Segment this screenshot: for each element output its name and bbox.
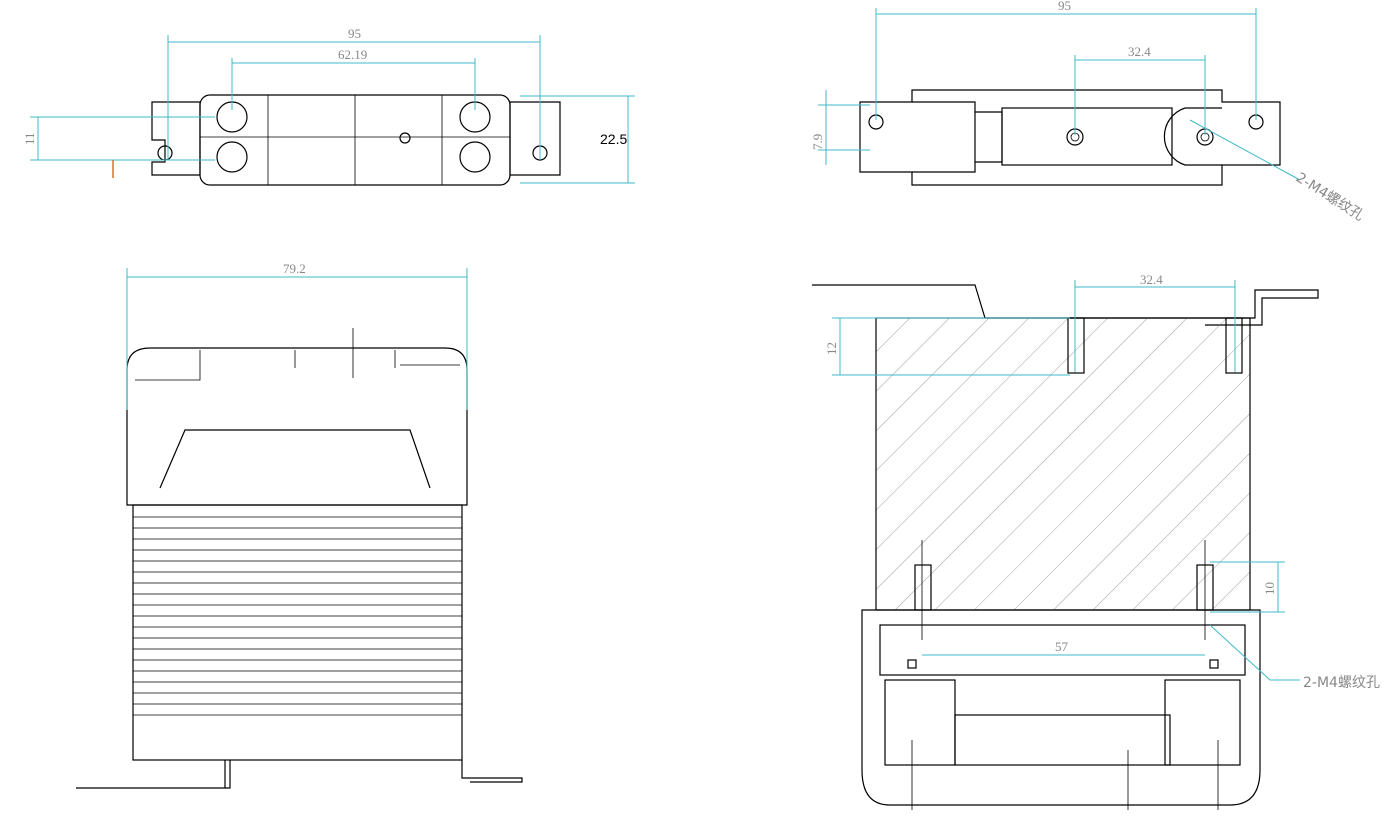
dim-95-label: 95	[348, 26, 361, 41]
dim-57-label: 57	[1055, 639, 1069, 654]
dim-95-label: 95	[1058, 0, 1071, 13]
thread-hole-note: 2-M4螺纹孔	[1303, 675, 1380, 691]
top-left-view: 95 62.19 11 22.5	[22, 26, 635, 186]
dim-79-2-label: 79.2	[283, 261, 306, 276]
thread-hole-note: 2-M4螺纹孔	[1293, 170, 1367, 224]
bottom-right-view: 32.4 12 10 57 2-M4螺纹孔	[812, 272, 1380, 810]
dim-10-label: 10	[1262, 582, 1277, 595]
top-right-view: 95 32.4 7.9 2-M4螺纹孔	[810, 0, 1367, 224]
dim-12-label: 12	[824, 342, 839, 355]
dim-62-19-label: 62.19	[338, 47, 367, 62]
dim-22-5-label: 22.5	[600, 131, 627, 147]
bottom-left-view: 79.2	[76, 261, 523, 789]
dim-11-label: 11	[22, 132, 37, 145]
heatsink-fins	[133, 516, 462, 716]
dim-32-4-label: 32.4	[1128, 44, 1151, 59]
dim-32-4-label: 32.4	[1140, 272, 1163, 287]
dim-7-9-label: 7.9	[810, 134, 825, 150]
